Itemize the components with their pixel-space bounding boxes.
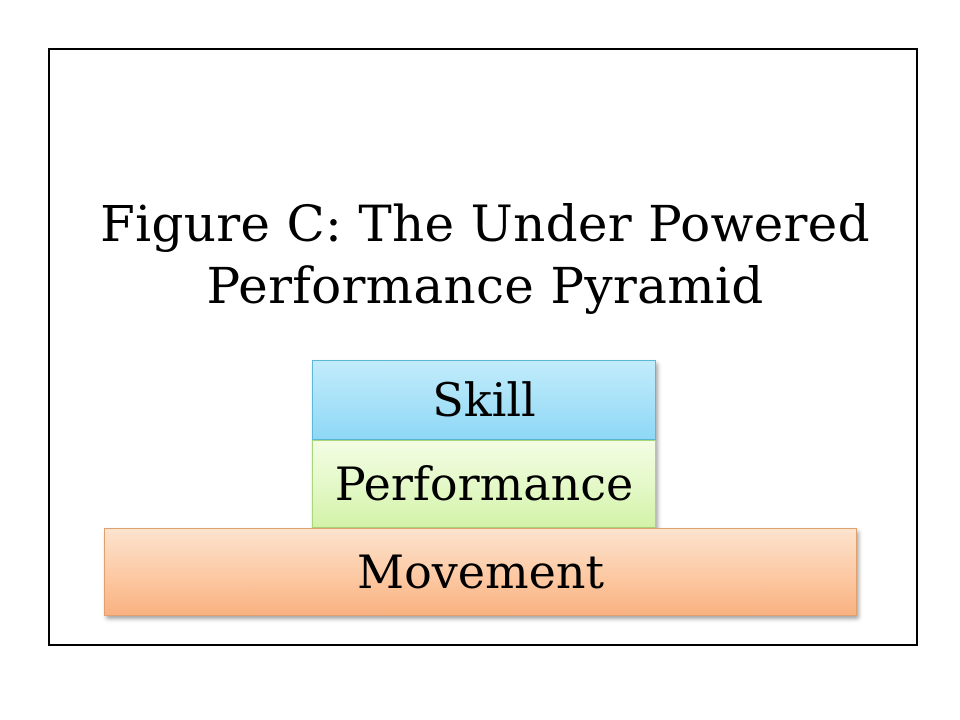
pyramid-level-performance: Performance — [312, 440, 656, 528]
pyramid-level-skill-label: Skill — [432, 373, 536, 427]
pyramid-level-movement-label: Movement — [357, 545, 604, 599]
pyramid-level-skill: Skill — [312, 360, 656, 440]
figure-title: Figure C: The Under Powered Performance … — [50, 193, 920, 317]
pyramid-level-performance-label: Performance — [334, 457, 634, 511]
figure-title-line-1: Figure C: The Under Powered — [100, 195, 870, 253]
pyramid-level-movement: Movement — [104, 528, 857, 616]
figure-title-line-2: Performance Pyramid — [206, 257, 764, 315]
